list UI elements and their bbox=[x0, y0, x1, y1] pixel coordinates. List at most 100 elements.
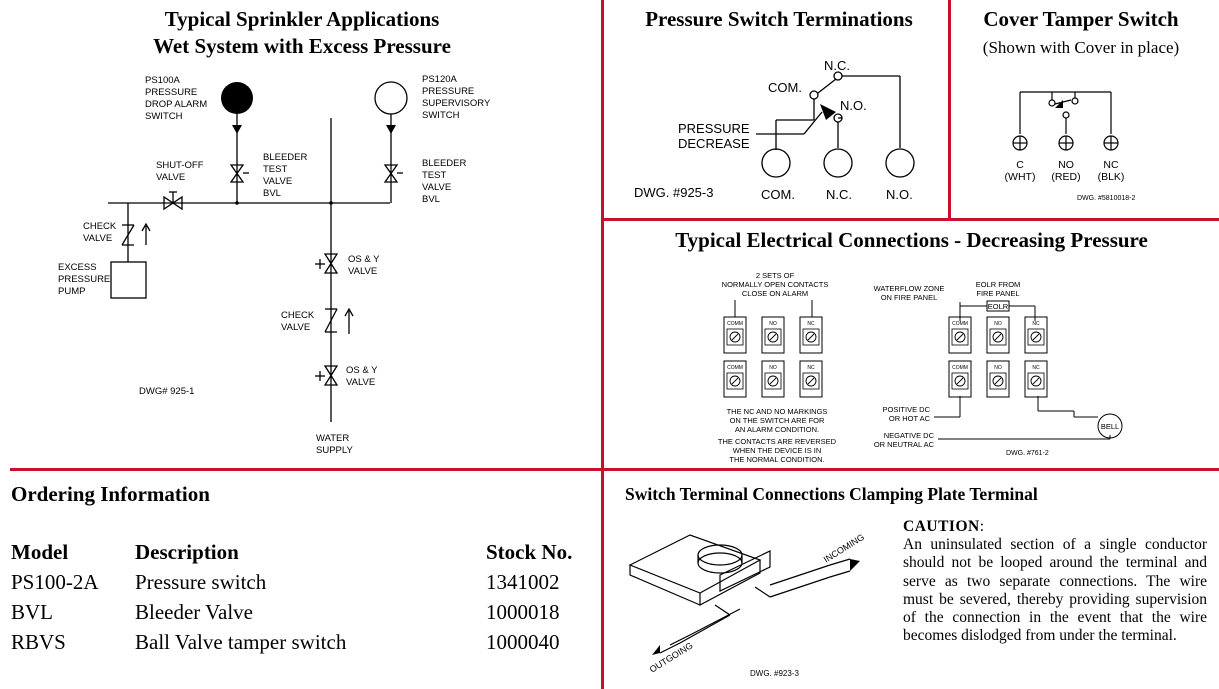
clamping-title: Switch Terminal Connections Clamping Pla… bbox=[625, 484, 1038, 504]
elec-note2-2: WHEN THE DEVICE IS IN bbox=[733, 446, 822, 455]
ordering-description: Pressure switch bbox=[135, 570, 267, 594]
elec-negative-1: NEGATIVE DC bbox=[884, 431, 935, 440]
terminal-label: NO bbox=[769, 321, 777, 327]
terminal-label: COMM bbox=[952, 321, 968, 327]
terminal-block bbox=[986, 360, 1010, 398]
terminal-screw-housing bbox=[802, 328, 820, 346]
elec-eolr: EOLR bbox=[988, 302, 1009, 311]
elec-waterflow-2: ON FIRE PANEL bbox=[881, 293, 938, 302]
water-supply-label-1: WATER bbox=[316, 433, 349, 444]
pressure-terminal-nc: N.C. bbox=[826, 187, 852, 202]
check-mid-label-1: CHECK bbox=[281, 310, 315, 321]
clamping-dwg: DWG. #923-3 bbox=[750, 669, 799, 678]
ordering-description: Ball Valve tamper switch bbox=[135, 630, 347, 654]
divider-horizontal-right bbox=[601, 218, 1219, 221]
osy-bottom-label-1: OS & Y bbox=[346, 365, 378, 376]
terminal-screw-slot bbox=[1032, 377, 1040, 385]
terminal-screw-slot bbox=[731, 333, 739, 341]
elec-left-caption-1: 2 SETS OF bbox=[756, 271, 795, 280]
check-mid-label-2: VALVE bbox=[281, 322, 310, 333]
terminal-block bbox=[1024, 316, 1048, 354]
electrical-panel: Typical Electrical Connections - Decreas… bbox=[604, 221, 1219, 468]
terminal-screw-icon bbox=[992, 331, 1004, 343]
ordering-header-description: Description bbox=[135, 540, 239, 564]
pressure-com-top: COM. bbox=[768, 80, 802, 95]
terminal-label: NC bbox=[807, 321, 815, 327]
tamper-no-color: (RED) bbox=[1051, 171, 1080, 183]
terminal-block bbox=[723, 316, 747, 354]
terminal-screw-slot bbox=[769, 333, 777, 341]
terminal-screw-housing bbox=[951, 372, 969, 390]
shutoff-label-1: SHUT-OFF bbox=[156, 160, 204, 171]
tamper-subtitle: (Shown with Cover in place) bbox=[982, 38, 1180, 57]
pressure-decrease-1: PRESSURE bbox=[678, 121, 750, 136]
terminal-screw-icon bbox=[729, 331, 741, 343]
ordering-header-stock: Stock No. bbox=[486, 540, 573, 564]
terminal-label: NO bbox=[994, 365, 1002, 371]
pump-label-1: EXCESS bbox=[58, 262, 97, 273]
osy-top-label-2: VALVE bbox=[348, 266, 377, 277]
ps100a-label-1: PS100A bbox=[145, 75, 181, 86]
check-left-label-2: VALVE bbox=[83, 233, 112, 244]
pump-label-3: PUMP bbox=[58, 286, 85, 297]
pressure-terminal-com: COM. bbox=[761, 187, 795, 202]
sprinkler-diagram: PS100A PRESSURE DROP ALARM SWITCH PS120A… bbox=[58, 74, 491, 456]
terminal-screw-icon bbox=[1030, 375, 1042, 387]
terminal-screw-housing bbox=[1027, 328, 1045, 346]
elec-note1-2: ON THE SWITCH ARE FOR bbox=[730, 416, 825, 425]
table-row: RBVS Ball Valve tamper switch 1000040 bbox=[11, 630, 601, 660]
pump-label-2: PRESSURE bbox=[58, 274, 110, 285]
ordering-model: PS100-2A bbox=[11, 570, 99, 594]
ordering-description: Bleeder Valve bbox=[135, 600, 253, 624]
shutoff-label-2: VALVE bbox=[156, 172, 185, 183]
pressure-terminal-no: N.O. bbox=[886, 187, 913, 202]
terminal-screw-icon bbox=[805, 375, 817, 387]
pressure-switch-title: Pressure Switch Terminations bbox=[645, 7, 913, 31]
ordering-header-row: Model Description Stock No. bbox=[11, 540, 601, 570]
tamper-nc-color: (BLK) bbox=[1098, 171, 1125, 183]
terminal-screw-slot bbox=[1032, 333, 1040, 341]
elec-note1-1: THE NC AND NO MARKINGS bbox=[727, 407, 828, 416]
terminal-block bbox=[1024, 360, 1048, 398]
tamper-no-code: NO bbox=[1058, 159, 1074, 171]
terminal-screw-icon bbox=[1030, 331, 1042, 343]
bleeder-right-label-2: TEST bbox=[422, 170, 446, 181]
elec-eolr-from-1: EOLR FROM bbox=[976, 280, 1021, 289]
terminal-screw-housing bbox=[1027, 372, 1045, 390]
tamper-dwg: DWG. #5810018-2 bbox=[1077, 195, 1135, 202]
electrical-diagram: 2 SETS OF NORMALLY OPEN CONTACTS CLOSE O… bbox=[718, 271, 1123, 464]
bleeder-left-label-2: TEST bbox=[263, 164, 287, 175]
elec-waterflow-1: WATERFLOW ZONE bbox=[874, 284, 945, 293]
elec-bell: BELL bbox=[1101, 422, 1119, 431]
elec-note2-1: THE CONTACTS ARE REVERSED bbox=[718, 437, 837, 446]
ordering-title: Ordering Information bbox=[11, 482, 210, 506]
bleeder-left-label-4: BVL bbox=[263, 188, 281, 199]
elec-negative-2: OR NEUTRAL AC bbox=[874, 440, 935, 449]
ps100a-label-2: PRESSURE bbox=[145, 87, 197, 98]
tamper-c-color: (WHT) bbox=[1005, 171, 1036, 183]
osy-top-label-1: OS & Y bbox=[348, 254, 380, 265]
terminal-screw-icon bbox=[767, 375, 779, 387]
bleeder-left-label-3: VALVE bbox=[263, 176, 292, 187]
terminal-screw-housing bbox=[802, 372, 820, 390]
tamper-panel: Cover Tamper Switch (Shown with Cover in… bbox=[951, 0, 1219, 218]
bleeder-right-label-4: BVL bbox=[422, 194, 440, 205]
bleeder-left-label-1: BLEEDER bbox=[263, 152, 307, 163]
elec-dwg: DWG. #761-2 bbox=[1006, 450, 1049, 457]
terminal-label: NC bbox=[807, 365, 815, 371]
terminal-screw-icon bbox=[729, 375, 741, 387]
terminal-screw-slot bbox=[994, 333, 1002, 341]
check-left-label-1: CHECK bbox=[83, 221, 117, 232]
elec-positive-2: OR HOT AC bbox=[889, 414, 931, 423]
elec-positive-1: POSITIVE DC bbox=[882, 405, 930, 414]
terminal-screw-housing bbox=[764, 372, 782, 390]
electrical-title: Typical Electrical Connections - Decreas… bbox=[675, 228, 1148, 252]
ordering-model: BVL bbox=[11, 600, 53, 624]
terminal-label: COMM bbox=[952, 365, 968, 371]
table-row: PS100-2A Pressure switch 1341002 bbox=[11, 570, 601, 600]
tamper-c-code: C bbox=[1016, 159, 1024, 171]
terminal-block bbox=[799, 360, 823, 398]
terminal-label: NO bbox=[994, 321, 1002, 327]
ps120a-label-2: PRESSURE bbox=[422, 86, 474, 97]
terminal-block bbox=[948, 316, 972, 354]
